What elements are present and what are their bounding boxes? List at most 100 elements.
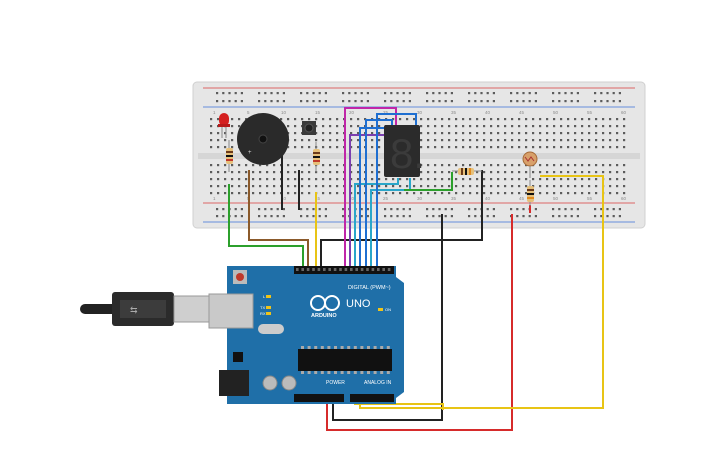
resistor-icon[interactable] xyxy=(313,142,320,172)
column-number: 5 xyxy=(247,110,250,115)
header-pin[interactable] xyxy=(377,268,380,271)
chip-pin xyxy=(380,371,384,374)
chip-pin xyxy=(307,371,311,374)
power-label: POWER xyxy=(326,380,345,386)
seven-segment-icon[interactable]: 8. xyxy=(384,125,425,177)
breadboard-holes xyxy=(210,92,626,218)
resistor-icon[interactable] xyxy=(527,180,534,206)
chip-pin xyxy=(334,346,337,349)
header-pin[interactable] xyxy=(312,268,315,271)
power-jack xyxy=(219,370,249,396)
wire-red-5v[interactable] xyxy=(326,214,513,431)
chip-pin xyxy=(353,346,357,349)
column-number: 60 xyxy=(621,196,627,201)
header-pin[interactable] xyxy=(301,268,304,271)
chip-pin xyxy=(314,371,318,374)
chip-pin xyxy=(320,346,324,349)
analog-label: ANALOG IN xyxy=(364,380,392,386)
atmega-chip xyxy=(298,349,392,371)
chip-pin xyxy=(353,371,357,374)
header-pin[interactable] xyxy=(387,268,391,271)
crystal xyxy=(258,324,284,334)
header-pin[interactable] xyxy=(382,268,385,271)
resistor-icon[interactable] xyxy=(452,168,482,175)
chip-pin xyxy=(301,346,304,349)
chip-pin xyxy=(367,371,370,374)
header-pin[interactable] xyxy=(350,268,353,271)
on-label: ON xyxy=(385,307,391,312)
column-number: 20 xyxy=(349,196,355,201)
chip-pin xyxy=(301,371,304,374)
arduino-logo-icon xyxy=(310,295,340,311)
column-number: 60 xyxy=(621,110,627,115)
wire-magenta-seg[interactable] xyxy=(344,107,397,268)
wire-blue-seg-2[interactable] xyxy=(365,119,393,268)
chip-pin xyxy=(386,371,390,374)
column-number: 55 xyxy=(587,196,593,201)
chip-pin xyxy=(327,371,331,374)
arduino-uno-board[interactable]: DIGITAL (PWM~) ARDUINO UNO L TX RX ON PO… xyxy=(208,266,404,404)
wire-black-gnd-arduino[interactable] xyxy=(332,214,443,421)
chip-pin xyxy=(386,346,390,349)
wires xyxy=(228,107,604,431)
usb-port xyxy=(208,293,254,329)
wire-blue-seg-3[interactable] xyxy=(376,113,417,268)
resistor-icon[interactable] xyxy=(226,140,233,172)
buzzer-icon[interactable]: + xyxy=(237,113,289,165)
wire-black-gnd-rail[interactable] xyxy=(320,170,483,268)
led-label-rx: RX xyxy=(260,311,266,316)
wire-teal-seg-2[interactable] xyxy=(370,178,411,268)
header-pin[interactable] xyxy=(323,268,326,271)
led-icon[interactable] xyxy=(218,113,230,138)
analog-header xyxy=(350,394,394,402)
header-pin[interactable] xyxy=(317,268,321,271)
header-pin[interactable] xyxy=(355,268,358,271)
header-pin[interactable] xyxy=(306,268,310,271)
photoresistor-icon[interactable] xyxy=(522,151,538,178)
breadboard-column-numbers: 1155101015152020252530303535404045455050… xyxy=(213,110,627,201)
column-number: 35 xyxy=(451,196,457,201)
wire-green-led[interactable] xyxy=(228,184,304,268)
chip-pin xyxy=(340,346,344,349)
column-number: 55 xyxy=(587,110,593,115)
pushbutton-icon[interactable] xyxy=(302,121,316,135)
led-label-tx: TX xyxy=(260,305,265,310)
svg-text:+: + xyxy=(248,150,252,156)
led-label-l: L xyxy=(263,294,266,299)
board-brand: ARDUINO xyxy=(311,313,337,319)
chip-pin xyxy=(360,371,364,374)
chip-pin xyxy=(347,371,351,374)
chip-pin xyxy=(360,346,364,349)
wire-yellow-a0[interactable] xyxy=(359,175,604,409)
column-number: 45 xyxy=(519,110,525,115)
wire-purple-seg[interactable] xyxy=(349,134,384,268)
wire-green-resistor[interactable] xyxy=(404,172,453,191)
header-pin[interactable] xyxy=(366,268,369,271)
board-model: UNO xyxy=(346,298,371,310)
wire-brown-buzzer[interactable] xyxy=(248,170,309,268)
header-pin[interactable] xyxy=(339,268,342,271)
chip-pin xyxy=(373,346,377,349)
column-number: 40 xyxy=(485,110,491,115)
header-pin[interactable] xyxy=(360,268,364,271)
chip-pin xyxy=(380,346,384,349)
chip-pin xyxy=(373,371,377,374)
header-pin[interactable] xyxy=(371,268,375,271)
column-number: 45 xyxy=(519,196,525,201)
svg-text:⇆: ⇆ xyxy=(130,305,138,315)
usb-cable-icon[interactable]: ⇆ xyxy=(80,292,211,326)
column-number: 50 xyxy=(553,196,559,201)
header-pin[interactable] xyxy=(296,268,299,271)
column-number: 30 xyxy=(417,110,423,115)
header-pin[interactable] xyxy=(344,268,348,271)
column-number: 30 xyxy=(417,196,423,201)
column-number: 15 xyxy=(315,196,321,201)
column-number: 40 xyxy=(485,196,491,201)
column-number: 15 xyxy=(315,110,321,115)
column-number: 35 xyxy=(451,110,457,115)
header-pin[interactable] xyxy=(328,268,331,271)
column-number: 25 xyxy=(383,110,389,115)
chip-pin xyxy=(340,371,344,374)
header-pin[interactable] xyxy=(333,268,337,271)
chip-pin xyxy=(367,346,370,349)
